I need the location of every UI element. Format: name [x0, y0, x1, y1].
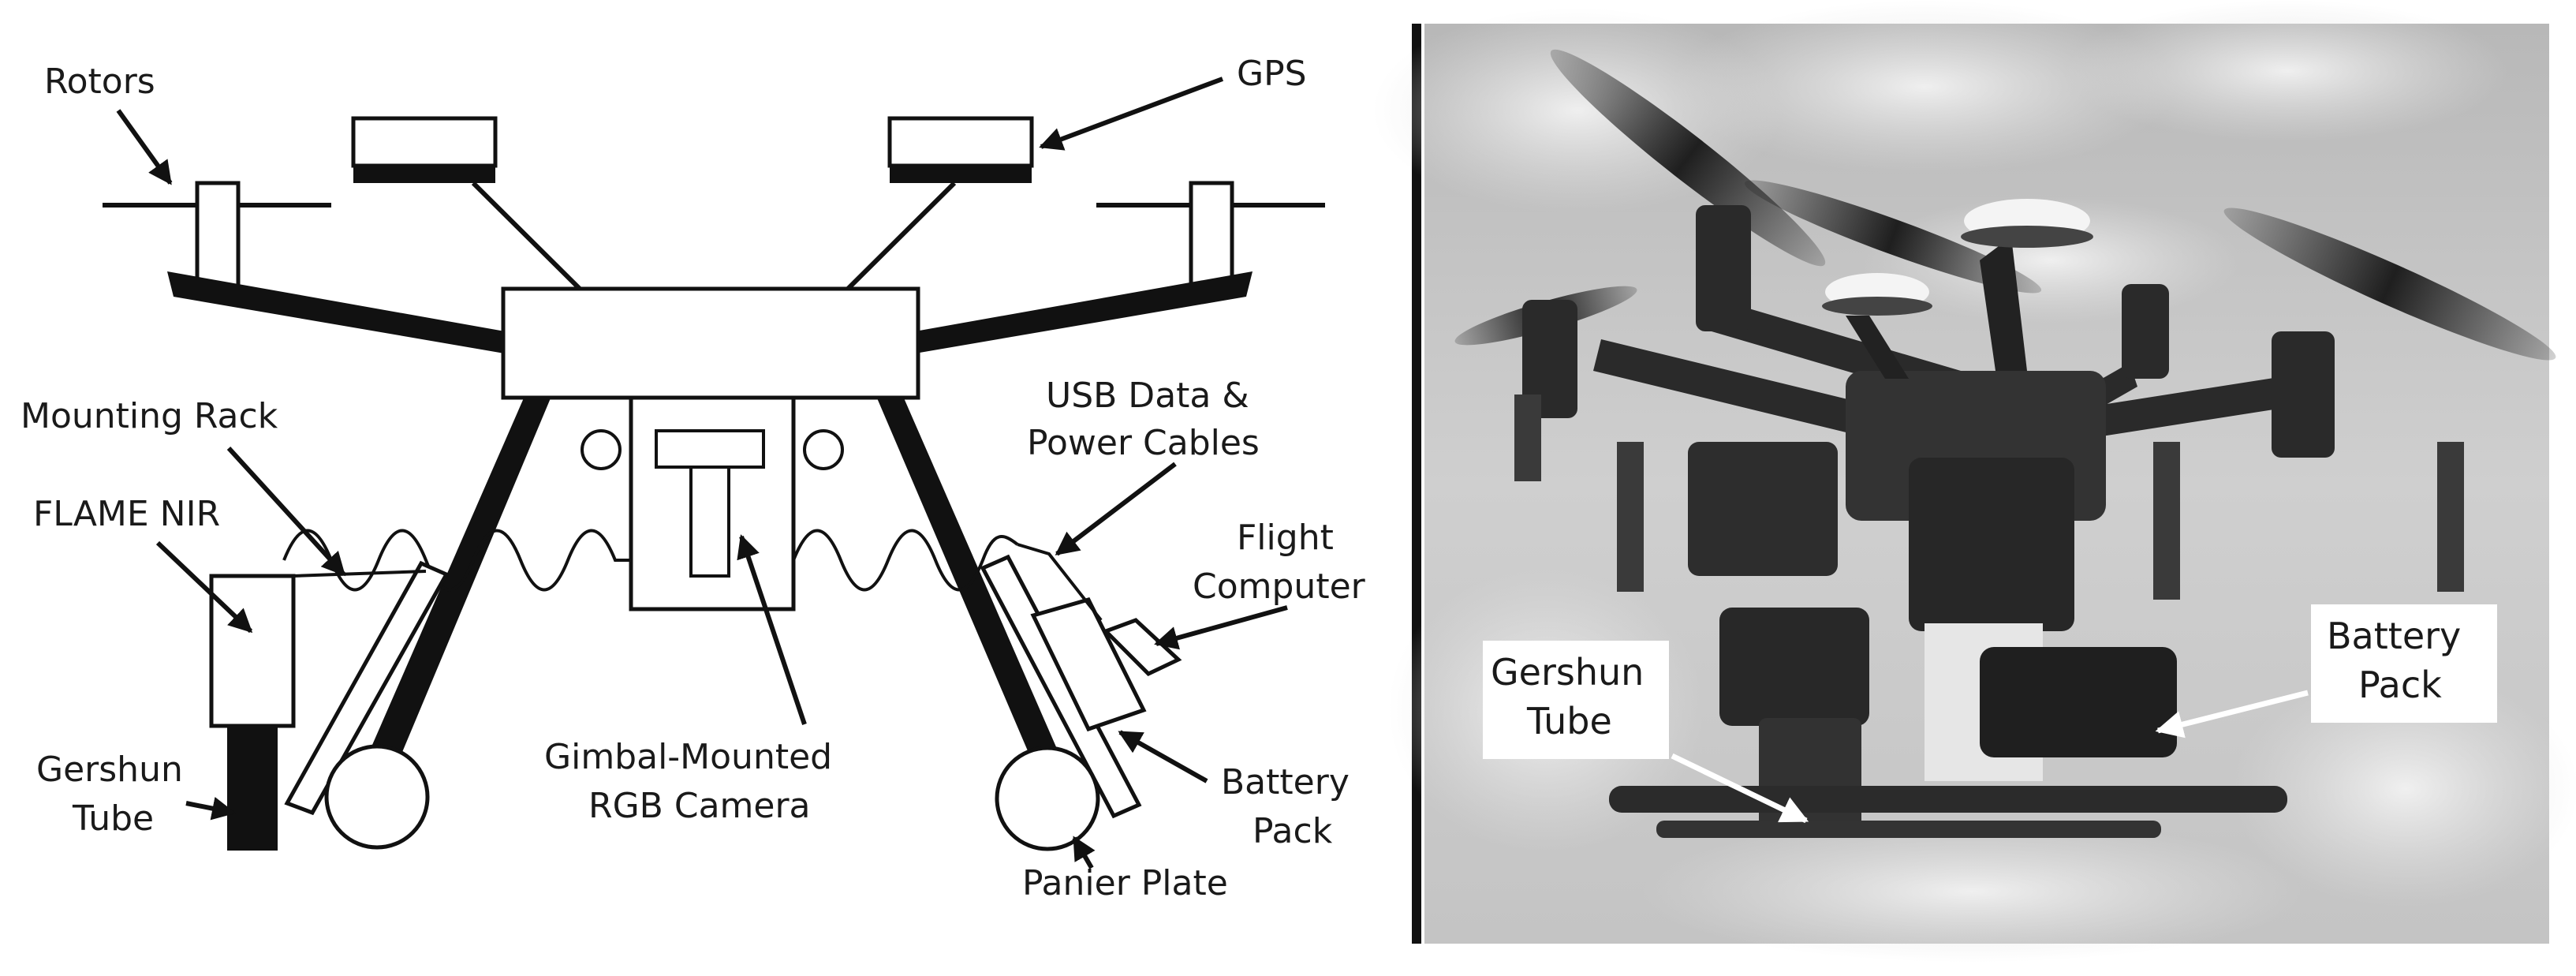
battery-photo: [1980, 647, 2177, 757]
gimbal-knob-left: [581, 429, 622, 470]
flame-nir-box: [209, 574, 296, 728]
gps-unit-right: [887, 116, 1034, 183]
photo-gershun-arrow: [1671, 753, 1809, 824]
flight-computer: [1102, 618, 1182, 677]
arm-lower-right: [875, 395, 1060, 764]
label-usb-1: USB Data &: [1046, 376, 1249, 416]
gershun-arrow: [185, 796, 236, 821]
photo-label-gershun-2: Tube: [1526, 700, 1612, 742]
cloud: [1641, 821, 2303, 963]
arm-lower-left: [372, 395, 552, 756]
arm-upper-right: [915, 271, 1253, 353]
landing-foot-right: [995, 746, 1100, 851]
photo-labels: Gershun Tube Battery Pack: [1491, 615, 2461, 742]
mounting-rack-arrow: [226, 446, 346, 577]
gimbal-knob-right: [803, 429, 844, 470]
gps-arrow: [1039, 77, 1224, 151]
drone-photo: [1372, 0, 2576, 963]
photo-battery-arrow: [2155, 690, 2309, 739]
rgb-camera-stem: [689, 466, 730, 578]
label-panier: Panier Plate: [1022, 863, 1228, 903]
rack-bracket-left: [293, 570, 427, 578]
label-gimbal-2: RGB Camera: [588, 786, 811, 826]
cloud: [1672, 0, 2177, 174]
gimbal-arrow: [737, 534, 807, 725]
photo-label-battery-2: Pack: [2358, 664, 2442, 706]
label-flight-1: Flight: [1237, 518, 1334, 558]
gershun-tube-photo: [1719, 608, 1869, 726]
rotor-hub-left: [195, 181, 241, 290]
landing-skid-photo-2: [1656, 821, 2161, 838]
flame-nir-arrow: [155, 540, 253, 634]
usb-arrow: [1055, 462, 1177, 556]
label-gimbal-1: Gimbal-Mounted: [544, 737, 832, 777]
battery-pack: [1030, 597, 1147, 732]
gimbal-photo: [1909, 458, 2074, 631]
label-rotors: Rotors: [44, 62, 155, 102]
panier-plate: [980, 554, 1142, 819]
battery-arrow: [1118, 730, 1208, 783]
cloud: [2232, 671, 2576, 907]
photo-label-gershun-1: Gershun: [1491, 651, 1644, 694]
rgb-camera-top: [655, 429, 765, 469]
panier-arrow: [1072, 836, 1096, 869]
drone-body: [501, 286, 920, 400]
photo-label-gershun-box: [1483, 641, 1669, 759]
gps-pucks-photo: [1822, 199, 2093, 379]
gershun-tube: [227, 726, 278, 851]
gershun-lower-photo: [1759, 718, 1861, 836]
gps-mast-left: [471, 181, 582, 291]
label-battery-2: Pack: [1253, 811, 1333, 851]
gps-mast-right: [846, 181, 957, 291]
rotors-arrow: [116, 109, 173, 185]
label-gps: GPS: [1237, 54, 1307, 94]
label-battery-1: Battery: [1221, 762, 1350, 802]
photo-label-battery-box: [2311, 604, 2497, 723]
schematic-diagram: [103, 77, 1325, 869]
gps-unit-left: [351, 116, 498, 183]
propeller-blur: [1454, 49, 2556, 361]
schematic-labels: Rotors GPS Mounting Rack FLAME NIR Gersh…: [21, 54, 1366, 903]
sensor-box-photo: [1688, 442, 1838, 576]
label-flame-nir: FLAME NIR: [33, 494, 220, 534]
label-usb-2: Power Cables: [1027, 423, 1260, 463]
label-gershun-1: Gershun: [36, 750, 183, 790]
label-gershun-2: Tube: [72, 798, 154, 839]
landing-foot-left: [324, 744, 430, 850]
flight-computer-arrow: [1154, 605, 1288, 650]
rotor-hub-right: [1189, 181, 1234, 290]
landing-skid-photo: [1609, 786, 2287, 813]
photo-label-battery-1: Battery: [2327, 615, 2461, 657]
mounting-rack-plate: [284, 560, 450, 816]
arm-upper-left: [167, 271, 505, 353]
usb-cable-right: [1017, 543, 1103, 622]
label-flight-2: Computer: [1193, 567, 1366, 607]
cloud: [2066, 0, 2508, 142]
label-mounting-rack: Mounting Rack: [21, 396, 278, 436]
